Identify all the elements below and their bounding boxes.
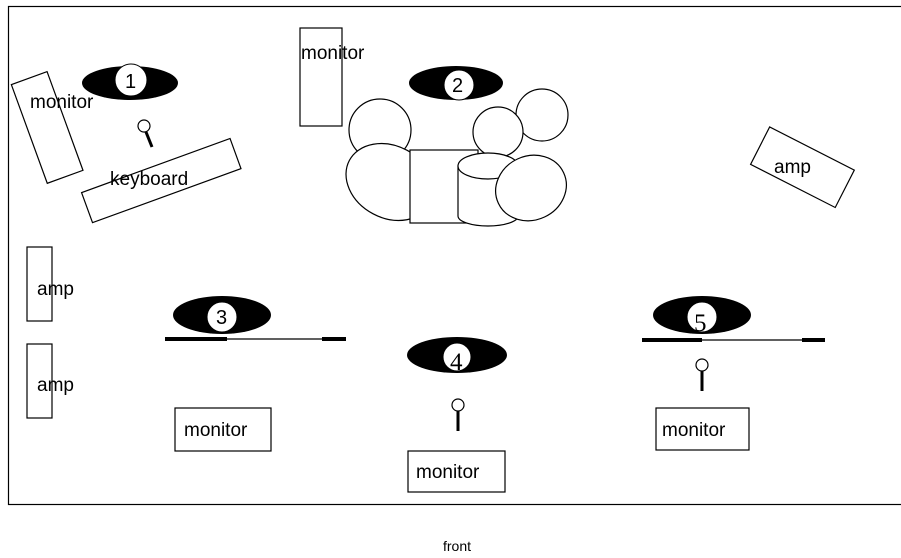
drum-kit xyxy=(345,88,569,227)
amp-left-lower xyxy=(26,343,53,419)
amp-left-upper-label: amp xyxy=(37,279,74,300)
monitor-top-left-label: monitor xyxy=(30,92,94,113)
amp-right-label: amp xyxy=(774,157,811,178)
monitor-top-center-label: monitor xyxy=(301,43,365,64)
monitor-position-3-label: monitor xyxy=(184,420,248,441)
position-marker-1: 1 xyxy=(82,63,178,100)
monitor-position-4-label: monitor xyxy=(416,462,480,483)
amp-right xyxy=(749,126,856,209)
position-number-2: 2 xyxy=(452,75,463,97)
position-marker-2: 2 xyxy=(409,66,503,101)
position-number-3: 3 xyxy=(216,307,227,329)
monitor-top-center xyxy=(299,27,343,127)
amp-left-lower-label: amp xyxy=(37,375,74,396)
microphone-1 xyxy=(137,119,154,148)
microphone-5 xyxy=(695,358,709,391)
position-number-4: 4 xyxy=(450,349,463,376)
monitor-position-4 xyxy=(407,450,506,493)
monitor-position-5-label: monitor xyxy=(662,420,726,441)
position-number-5: 5 xyxy=(694,310,707,337)
position-number-1: 1 xyxy=(125,71,136,93)
microphone-4 xyxy=(451,398,465,431)
drum-tom-right xyxy=(472,106,524,158)
drum-floor-tom-right xyxy=(495,154,567,222)
keyboard xyxy=(80,137,242,224)
keyboard-label: keyboard xyxy=(110,169,188,190)
position-marker-4: 4 xyxy=(407,337,507,376)
monitor-position-5 xyxy=(655,407,750,451)
position-marker-3: 3 xyxy=(173,296,271,334)
position-marker-5: 5 xyxy=(653,296,751,337)
monitor-top-left xyxy=(10,70,84,185)
amp-left-upper xyxy=(26,246,53,322)
stage-boundary xyxy=(7,5,901,506)
drum-cymbal-right xyxy=(515,88,569,142)
monitor-position-3 xyxy=(174,407,272,452)
front-label: front xyxy=(443,538,471,554)
